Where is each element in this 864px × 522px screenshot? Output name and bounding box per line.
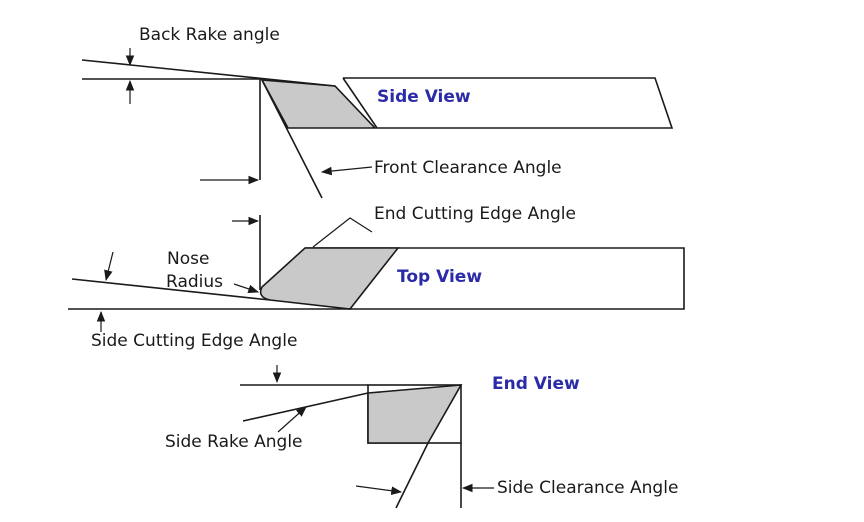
top-view-group: [68, 215, 685, 332]
side-rake-leader: [277, 406, 307, 433]
end-cutting-edge-leader: [312, 217, 373, 248]
top-view-outline: [305, 247, 685, 310]
end-view-group: [240, 365, 494, 509]
front-clearance-flank-line: [261, 79, 323, 199]
top-view-label: Top View: [397, 267, 482, 287]
side-view-label: Side View: [377, 87, 471, 107]
side-cutting-arrow-down: [104, 251, 114, 282]
side-cutting-edge-line: [71, 278, 271, 301]
side-rake-angle-label: Side Rake Angle: [165, 432, 303, 452]
top-view-shaded-face: [259, 247, 400, 310]
side-view-group: [81, 48, 674, 199]
side-cutting-edge-angle-label: Side Cutting Edge Angle: [91, 331, 297, 351]
side-clearance-arrow-left: [355, 485, 403, 495]
side-view-shaded-face: [260, 79, 377, 129]
back-rake-angle-label: Back Rake angle: [139, 25, 280, 45]
side-clearance-angle-label: Side Clearance Angle: [497, 478, 678, 498]
side-clearance-flank-line: [395, 442, 429, 509]
nose-label: Nose: [167, 249, 209, 269]
end-cutting-edge-angle-label: End Cutting Edge Angle: [374, 204, 576, 224]
radius-label: Radius: [166, 272, 223, 292]
end-view-shaded-face: [367, 384, 463, 444]
side-view-outline: [342, 77, 674, 129]
end-view-label: End View: [492, 374, 580, 394]
front-clearance-angle-label: Front Clearance Angle: [374, 158, 562, 178]
nose-radius-leader: [233, 283, 260, 294]
front-clearance-leader: [320, 166, 373, 176]
back-rake-face-line: [81, 59, 336, 87]
